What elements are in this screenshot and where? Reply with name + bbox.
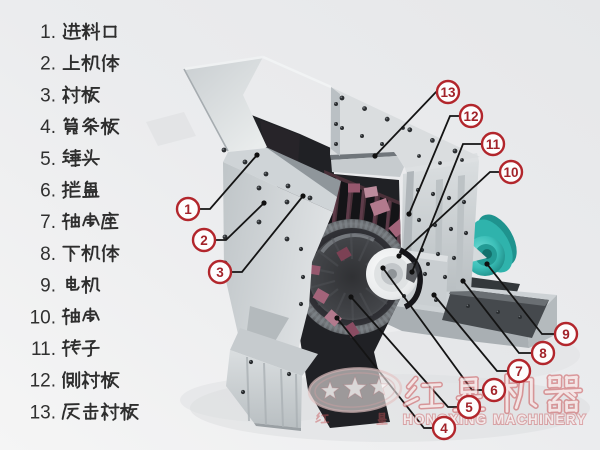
svg-text:7.: 7. <box>40 212 56 233</box>
svg-text:13.: 13. <box>30 402 56 423</box>
svg-text:10.: 10. <box>30 307 56 328</box>
svg-text:8.: 8. <box>40 244 56 265</box>
svg-text:10: 10 <box>503 165 518 180</box>
svg-text:1: 1 <box>184 202 192 217</box>
svg-text:HONGXING MACHINERY: HONGXING MACHINERY <box>403 412 587 427</box>
svg-text:7: 7 <box>515 364 523 379</box>
svg-text:3: 3 <box>216 265 224 280</box>
svg-text:1.: 1. <box>40 22 56 43</box>
svg-text:9.: 9. <box>40 276 56 297</box>
svg-text:4: 4 <box>440 421 448 436</box>
svg-text:3.: 3. <box>40 85 56 106</box>
svg-text:2: 2 <box>200 233 208 248</box>
svg-text:6.: 6. <box>40 181 56 202</box>
svg-text:12.: 12. <box>30 371 56 392</box>
svg-text:13: 13 <box>440 85 456 100</box>
svg-text:5: 5 <box>465 400 473 415</box>
svg-text:11.: 11. <box>31 339 56 360</box>
svg-text:9: 9 <box>562 327 570 342</box>
svg-text:12: 12 <box>463 109 478 124</box>
svg-text:6: 6 <box>490 383 498 398</box>
svg-text:8: 8 <box>539 346 547 361</box>
svg-text:4.: 4. <box>40 117 56 138</box>
svg-text:5.: 5. <box>40 149 56 170</box>
svg-text:11: 11 <box>486 137 501 152</box>
svg-text:2.: 2. <box>40 54 56 75</box>
